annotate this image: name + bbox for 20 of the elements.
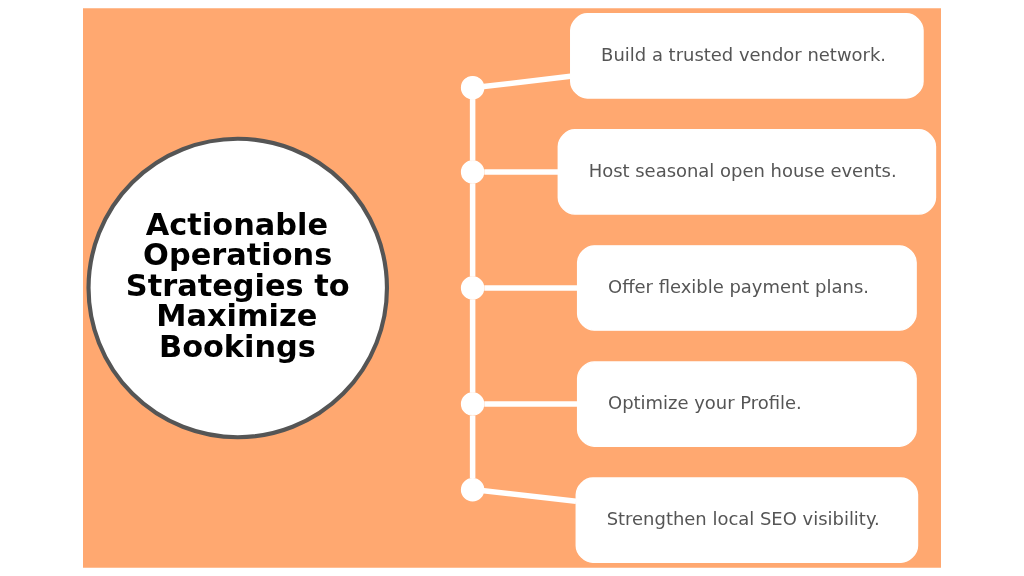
node-box: Host seasonal open house events. [557,129,937,215]
connector [483,488,577,504]
node-box: Offer flexible payment plans. [576,245,917,331]
connector [469,299,476,393]
node-circle [460,75,485,100]
node-box: Strengthen local SEO visibility. [575,477,919,563]
connector [483,73,571,90]
node-circle [460,276,485,300]
connector [469,183,476,277]
node-circle [460,160,485,184]
connector [484,285,577,291]
node-circle [460,392,485,416]
node-circle: Actionable Operations Strategies to Maximize Bookings [86,136,390,440]
connector [469,415,476,479]
node-box: Optimize your Profile. [576,361,917,447]
connector [469,99,476,161]
connector [484,401,577,407]
connector [484,169,559,175]
node-circle [460,478,485,502]
node-box: Build a trusted vendor network. [570,13,924,99]
